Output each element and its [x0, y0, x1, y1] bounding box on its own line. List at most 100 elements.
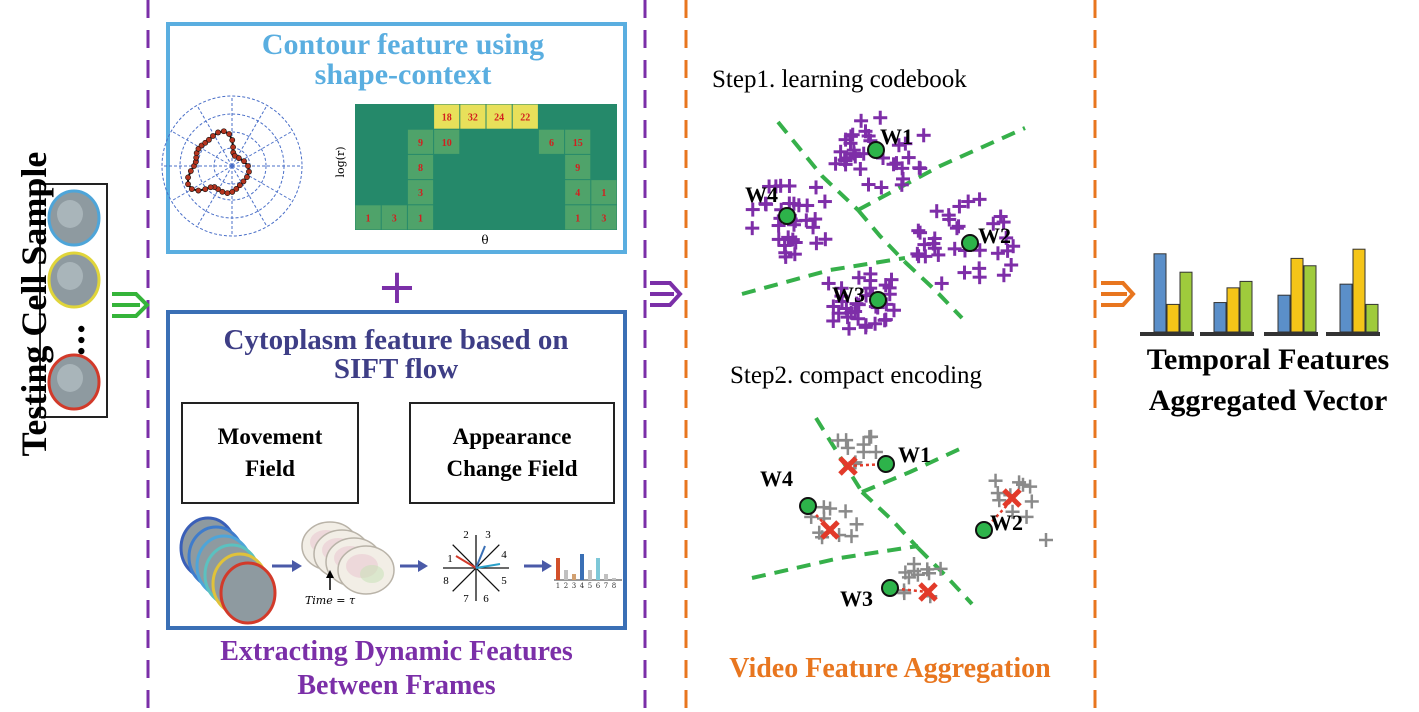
movement-field-box: Movement Field — [181, 402, 359, 504]
contour-point — [229, 189, 236, 195]
histogram-bar — [1239, 280, 1253, 333]
histogram-base — [1140, 332, 1194, 336]
codeword-point — [877, 455, 895, 473]
hist-tick: 2 — [564, 582, 568, 590]
aggregated-histograms — [1140, 248, 1380, 336]
cell-texture — [57, 200, 83, 228]
histogram-bar — [1365, 303, 1379, 333]
flow-vector — [475, 545, 486, 569]
grid-value: 32 — [468, 113, 478, 124]
direction-label: 2 — [463, 529, 469, 541]
grid-cell — [355, 205, 381, 230]
grid-cell — [565, 205, 591, 230]
direction-label: 5 — [501, 575, 507, 587]
arrow-to-aggregation — [650, 281, 683, 307]
time-pointer-head — [326, 570, 334, 578]
grid-ylabel: log(r) — [334, 146, 347, 177]
grid-value: 3 — [601, 213, 606, 224]
grid-value: 1 — [601, 188, 606, 199]
sample-title: Testing Cell Sample — [14, 151, 54, 457]
codeword-label: W1 — [898, 442, 931, 467]
hist-tick: 6 — [596, 582, 601, 590]
plus-sign: + — [377, 259, 417, 315]
codeword-point — [869, 291, 887, 309]
hist-tick: 4 — [580, 582, 585, 590]
histogram-bar — [1226, 287, 1240, 333]
cluster-boundary — [860, 490, 920, 550]
contour-point — [224, 190, 231, 196]
codeword-label: W2 — [978, 223, 1011, 248]
codeword-label: W1 — [880, 124, 913, 149]
codeword-label: W3 — [832, 282, 865, 307]
encoded-cross — [820, 520, 840, 540]
grid-xlabel: θ — [481, 233, 488, 247]
direction-label: 8 — [443, 575, 449, 587]
contour-point — [245, 163, 251, 169]
contour-title: Contour feature using shape-context — [261, 28, 545, 91]
grid-value: 9 — [575, 163, 580, 174]
grid-value: 1 — [418, 213, 423, 224]
hist-tick: 5 — [588, 582, 592, 590]
direction-label: 4 — [501, 549, 507, 561]
grid-cell — [591, 180, 617, 205]
contour-point — [215, 129, 221, 136]
cluster-boundary — [916, 546, 974, 606]
grid-cell — [434, 129, 460, 154]
cell-texture — [57, 364, 83, 392]
cluster-boundary — [856, 208, 907, 264]
hist-bar — [604, 574, 608, 580]
flow-arrow-2 — [400, 560, 428, 572]
cell-texture — [57, 262, 83, 290]
extract-label: Extracting Dynamic Features Between Fram… — [220, 636, 573, 701]
output-label: Temporal Features Aggregated Vector — [1146, 343, 1390, 417]
hist-bar — [612, 578, 616, 580]
grid-value: 1 — [575, 213, 580, 224]
contour-point — [187, 168, 194, 174]
contour-point — [206, 136, 212, 143]
hist-tick: 7 — [604, 582, 608, 590]
direction-label: 6 — [483, 593, 489, 605]
flow-arrow-3 — [524, 560, 552, 572]
contour-point — [219, 188, 226, 195]
contour-point — [244, 174, 250, 180]
polar-spoke — [231, 165, 268, 227]
time-label: Time = τ — [305, 594, 356, 607]
grid-value: 6 — [549, 138, 554, 149]
histogram-bar — [1352, 248, 1366, 333]
flow-arrow-1 — [272, 560, 302, 572]
contour-point — [210, 133, 216, 139]
grid-cell — [434, 104, 460, 129]
cluster-boundary — [741, 256, 906, 296]
hist-bar — [580, 554, 584, 580]
direction-label: 3 — [485, 529, 491, 541]
histogram-bar — [1153, 253, 1167, 333]
grid-cell — [512, 104, 538, 129]
step1-label: Step1. learning codebook — [712, 66, 967, 93]
grid-value: 1 — [366, 213, 371, 224]
contour-point — [240, 178, 247, 185]
grid-cell — [538, 129, 565, 154]
cluster-boundary — [814, 416, 864, 494]
hist-tick: 8 — [612, 582, 616, 590]
codeword-point — [881, 579, 899, 597]
grid-cell — [407, 154, 434, 180]
grid-cell — [486, 104, 512, 129]
grid-value: 3 — [392, 213, 397, 224]
codeword-label: W4 — [745, 182, 778, 207]
histogram-bar — [1277, 294, 1291, 333]
codeword-point — [961, 234, 979, 252]
grid-value: 10 — [442, 138, 452, 149]
histogram-base — [1264, 332, 1318, 336]
histogram-bar — [1339, 283, 1353, 333]
polar-ring — [197, 131, 267, 201]
codeword-point — [778, 207, 796, 225]
cluster-boundary — [861, 444, 967, 494]
sample-ellipsis: … — [53, 323, 93, 357]
hist-bar — [588, 570, 592, 580]
frame-stack — [179, 516, 277, 625]
appearance-field-box: Appearance Change Field — [409, 402, 615, 504]
grid-value: 4 — [575, 188, 580, 199]
grid-value: 24 — [494, 113, 504, 124]
codeword-label: W2 — [990, 510, 1023, 535]
